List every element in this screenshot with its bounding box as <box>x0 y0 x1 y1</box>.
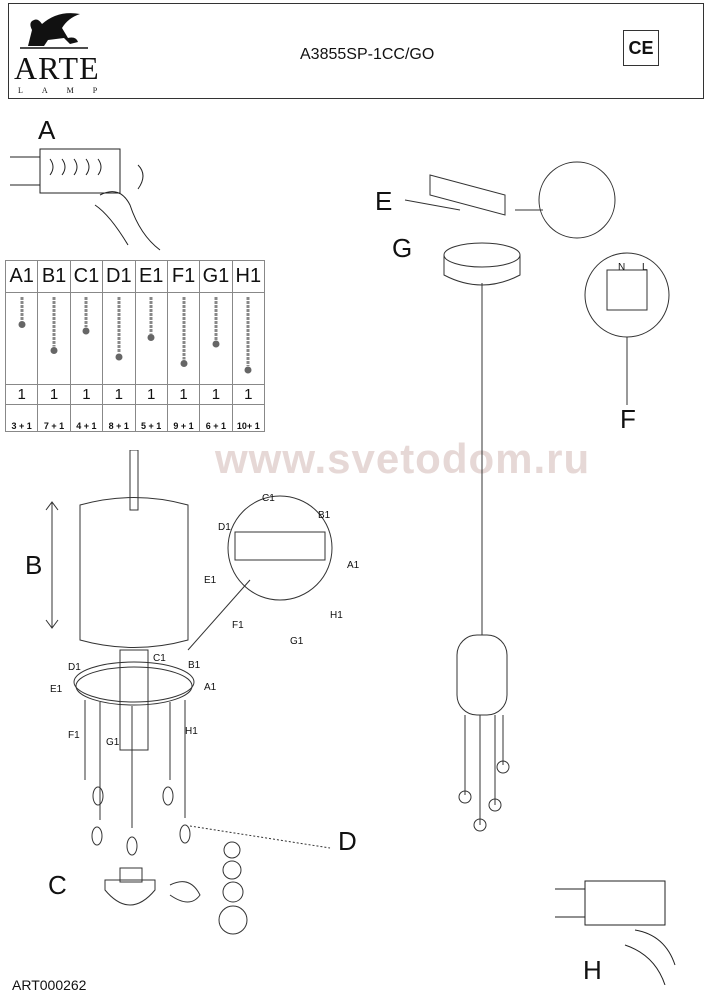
step-label-c: C <box>48 870 67 900</box>
step-label-d: D <box>338 826 357 856</box>
quantity-cell: 1 <box>231 384 266 405</box>
bead-count-cell: 5 + 1 <box>134 404 168 432</box>
crystal-strand-icon <box>231 292 266 385</box>
crystal-strand-icon <box>37 292 71 385</box>
lower-label-a1: A1 <box>204 682 217 693</box>
step-label-h: H <box>583 955 602 985</box>
ring-label-a1: A1 <box>347 560 360 571</box>
crystal-strand-icon <box>4 292 39 385</box>
terminal-block-hand-illustration <box>10 148 161 251</box>
wire-label-n: N <box>618 262 626 273</box>
step-label-e: E <box>375 186 393 216</box>
lower-label-d1: D1 <box>68 662 81 673</box>
header-box <box>8 3 704 99</box>
winged-lion-logo-icon <box>20 13 88 49</box>
article-code: ART000262 <box>12 977 87 993</box>
column-header: C1 <box>69 260 104 293</box>
lower-label-e1: E1 <box>50 684 63 695</box>
quantity-cell: 1 <box>69 384 104 405</box>
lamp-assembly-illustration <box>45 450 333 935</box>
ring-label-f1: F1 <box>232 620 244 631</box>
lower-label-b1: B1 <box>188 660 201 671</box>
bead-count-cell: 10+ 1 <box>231 404 266 432</box>
step-label-a: A <box>38 115 56 145</box>
column-header: H1 <box>231 260 266 293</box>
crystal-strand-icon <box>102 292 136 385</box>
ring-label-e1: E1 <box>204 575 217 586</box>
column-header: D1 <box>102 260 136 293</box>
step-label-f: F <box>620 404 636 434</box>
wire-label-l: L <box>642 262 648 273</box>
crystal-strand-icon <box>69 292 104 385</box>
ring-label-g1: G1 <box>290 636 304 647</box>
crystal-strand-icon <box>199 292 233 385</box>
ring-label-b1: B1 <box>318 510 331 521</box>
step-label-g: G <box>392 233 413 263</box>
bead-count-cell: 4 + 1 <box>69 404 104 432</box>
brand-logo-text: ARTE <box>14 50 100 86</box>
ring-label-d1: D1 <box>218 522 231 533</box>
quantity-cell: 1 <box>37 384 71 405</box>
model-number: A3855SP-1CC/GO <box>300 46 435 63</box>
column-header: E1 <box>134 260 168 293</box>
step-label-b: B <box>25 550 43 580</box>
bead-count-cell: 3 + 1 <box>4 404 39 432</box>
quantity-cell: 1 <box>4 384 39 405</box>
column-header: G1 <box>199 260 233 293</box>
lower-label-h1: H1 <box>185 726 198 737</box>
ce-mark: CE <box>623 30 659 66</box>
quantity-cell: 1 <box>199 384 233 405</box>
bead-count-cell: 6 + 1 <box>199 404 233 432</box>
watermark: www.svetodom.ru <box>215 435 591 482</box>
pendant-installation-illustration <box>404 161 670 832</box>
crystal-strand-icon <box>166 292 201 385</box>
column-header: B1 <box>37 260 71 293</box>
bead-count-cell: 9 + 1 <box>166 404 201 432</box>
bead-count-cell: 8 + 1 <box>102 404 136 432</box>
lower-label-f1: F1 <box>68 730 80 741</box>
lower-label-g1: G1 <box>106 737 120 748</box>
quantity-cell: 1 <box>102 384 136 405</box>
brand-logo-subtext: LAMP <box>18 86 117 95</box>
quantity-cell: 1 <box>134 384 168 405</box>
ring-label-h1: H1 <box>330 610 343 621</box>
column-header: A1 <box>4 260 39 293</box>
ring-label-c1: C1 <box>262 493 275 504</box>
lower-label-c1: C1 <box>153 653 166 664</box>
bead-count-cell: 7 + 1 <box>37 404 71 432</box>
crystal-strand-icon <box>134 292 168 385</box>
column-header: F1 <box>166 260 201 293</box>
terminal-block-hand-illustration-2 <box>555 880 676 985</box>
quantity-cell: 1 <box>166 384 201 405</box>
